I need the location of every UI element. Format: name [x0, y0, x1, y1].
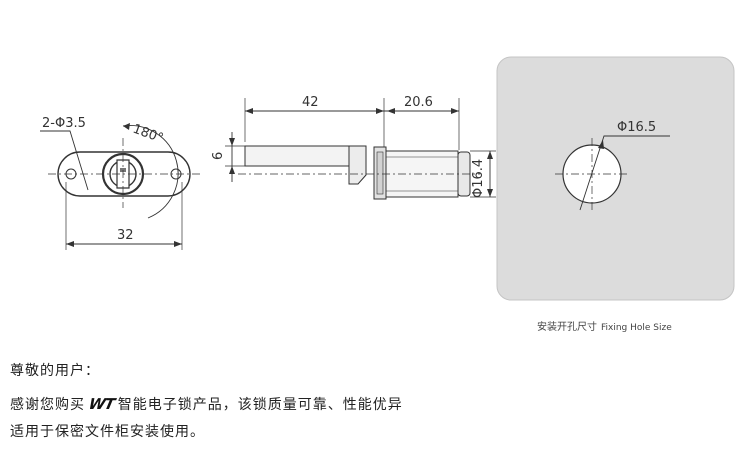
diameter-label: Φ16.4 [471, 159, 486, 198]
fixing-hole-leader [579, 135, 670, 211]
technical-drawing: 2-Φ3.5 180° 32 [40, 56, 735, 301]
fixing-hole-panel [496, 56, 735, 301]
hole-leader [40, 130, 89, 191]
cam-tab [348, 145, 367, 185]
head-length-label: 20.6 [404, 95, 433, 110]
fixing-hole-diameter-label: Φ16.5 [617, 120, 656, 135]
intro-line-1-prefix: 感谢您购买 [10, 397, 85, 413]
length-label: 42 [302, 95, 319, 110]
side-view [225, 98, 496, 200]
cam-label: 6 [211, 152, 226, 160]
greeting: 尊敬的用户： [10, 363, 100, 379]
caption-cn: 安装开孔尺寸 [537, 322, 597, 333]
rotation-arc [122, 125, 179, 219]
hole-label: 2-Φ3.5 [42, 116, 86, 131]
wt-logo: WT [87, 395, 116, 413]
fixing-hole-caption: 安装开孔尺寸 Fixing Hole Size [537, 318, 672, 333]
cam-shaft [244, 145, 350, 167]
front-view [40, 123, 200, 250]
angle-label: 180° [131, 122, 166, 147]
flange-outline [57, 151, 191, 197]
caption-en: Fixing Hole Size [601, 323, 672, 333]
intro-line-1-suffix: 智能电子锁产品，该锁质量可靠、性能优异 [117, 397, 403, 413]
intro-line-2: 适用于保密文件柜安装使用。 [10, 424, 205, 440]
width-label: 32 [117, 228, 134, 243]
